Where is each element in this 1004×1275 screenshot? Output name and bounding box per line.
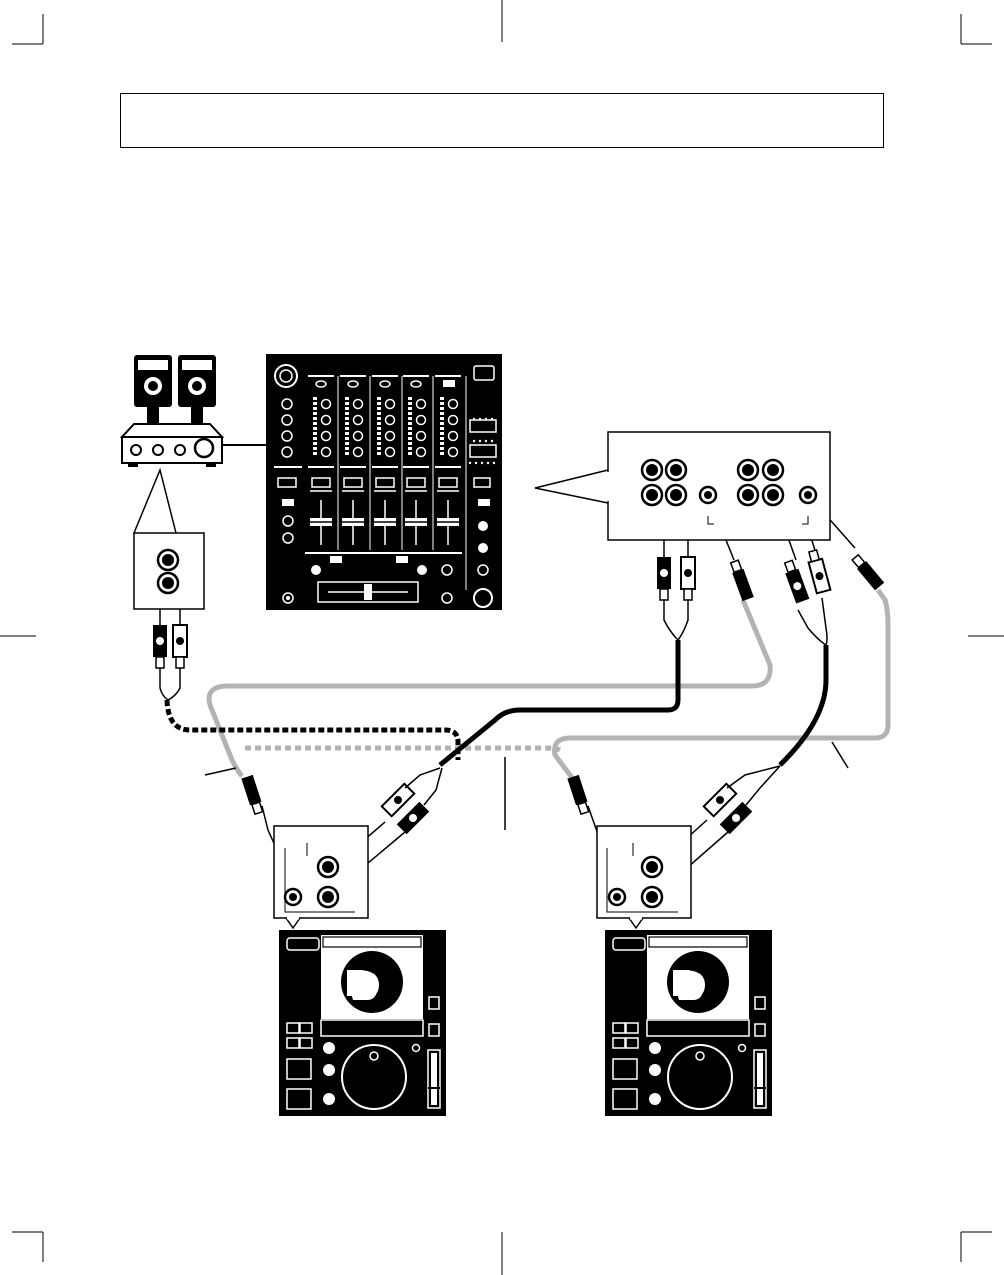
- speaker-left: [134, 355, 172, 425]
- mini-plug-player-1: [241, 774, 264, 816]
- mini-plug-player-2: [567, 774, 590, 816]
- rca-plug-pair-amp: [153, 624, 188, 669]
- cd-player-1: [279, 930, 446, 1116]
- mixer-channel-strip: [403, 375, 434, 550]
- mixer-channel-strip: [340, 375, 371, 550]
- cable-control-gray-dotted: [245, 745, 562, 753]
- cd-player-2: [605, 930, 772, 1116]
- mixer-channel-strip: [372, 375, 403, 550]
- rca-plug-pair-mixer-1: [657, 556, 696, 601]
- dj-mixer: [266, 354, 502, 610]
- cable-rca-black-2: [778, 645, 829, 767]
- rca-plug-pair-mixer-2: [783, 549, 832, 604]
- cable-control-gray-2: [552, 588, 891, 786]
- rca-plug-pair-player-2: [702, 765, 781, 835]
- cable-control-gray-1: [206, 599, 773, 778]
- speaker-right: [178, 355, 216, 425]
- mixer-channel-strip: [435, 375, 461, 545]
- player-1-rear-panel: [273, 825, 369, 930]
- rca-plug-pair-player-1: [380, 767, 443, 835]
- cable-rca-black-1: [438, 640, 681, 767]
- mixer-channel-strip: [308, 375, 339, 550]
- player-2-rear-panel: [596, 825, 692, 930]
- title-box: [120, 93, 884, 148]
- mini-plug-mixer-2: [851, 553, 885, 591]
- mini-plug-mixer-1: [729, 559, 754, 602]
- amp-input-panel: [133, 467, 205, 610]
- mixer-rear-panel: [534, 431, 831, 541]
- amplifier: [119, 423, 268, 467]
- cable-rca-dotted: [164, 699, 461, 760]
